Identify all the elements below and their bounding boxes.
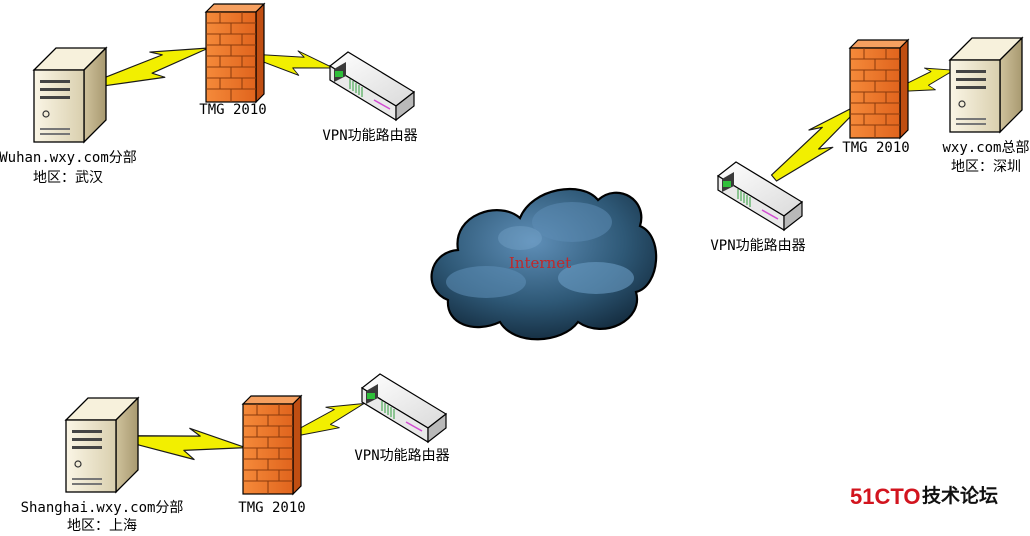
shanghai-firewall-label: TMG 2010: [238, 500, 305, 516]
wuhan-server-region: 地区：武汉: [33, 170, 103, 186]
lightning-link-wuhan-firewall-router: [259, 45, 336, 81]
watermark-text: 技术论坛: [922, 484, 998, 507]
cloud-icon: [430, 187, 658, 341]
wuhan-firewall-label: TMG 2010: [199, 102, 266, 118]
shenzhen-server-region: 地区：深圳: [951, 159, 1021, 175]
site-shenzhen: TMG 2010 wxy.com总部 地区：深圳 VPN功能路由器: [710, 37, 1030, 254]
server-icon: [949, 37, 1023, 133]
server-icon: [65, 397, 139, 493]
site-shanghai: VPN功能路由器 Shanghai.wxy.com分部 TMG 2010 地区：…: [21, 373, 450, 534]
shanghai-server-region: 地区：上海: [67, 518, 137, 534]
watermark-number: 51CTO: [850, 484, 921, 509]
lightning-link-wuhan-server-firewall: [99, 33, 214, 97]
server-icon: [33, 47, 107, 143]
firewall-icon: [242, 395, 302, 495]
lightning-link-shanghai-firewall-router: [294, 392, 370, 444]
firewall-icon: [849, 39, 909, 139]
router-icon: [329, 51, 415, 121]
shenzhen-server-name: wxy.com总部: [942, 140, 1029, 156]
cloud-label: Internet: [509, 254, 571, 272]
shenzhen-router-label: VPN功能路由器: [710, 238, 805, 254]
shenzhen-firewall-label: TMG 2010: [842, 140, 909, 156]
wuhan-router-label: VPN功能路由器: [322, 128, 417, 144]
wuhan-server-name: Wuhan.wxy.com分部: [0, 150, 137, 166]
lightning-link-shanghai-server-firewall: [134, 424, 248, 464]
watermark-logo: 51CTO 技术论坛: [850, 484, 998, 509]
router-icon: [361, 373, 447, 443]
shanghai-router-label: VPN功能路由器: [354, 448, 449, 464]
site-wuhan: TMG 2010 VPN功能路由器 Wuhan.wxy.com分部 地区：武汉: [0, 3, 418, 186]
firewall-icon: [205, 3, 265, 103]
shanghai-server-name: Shanghai.wxy.com分部: [21, 500, 184, 516]
internet-cloud: Internet: [430, 187, 658, 341]
